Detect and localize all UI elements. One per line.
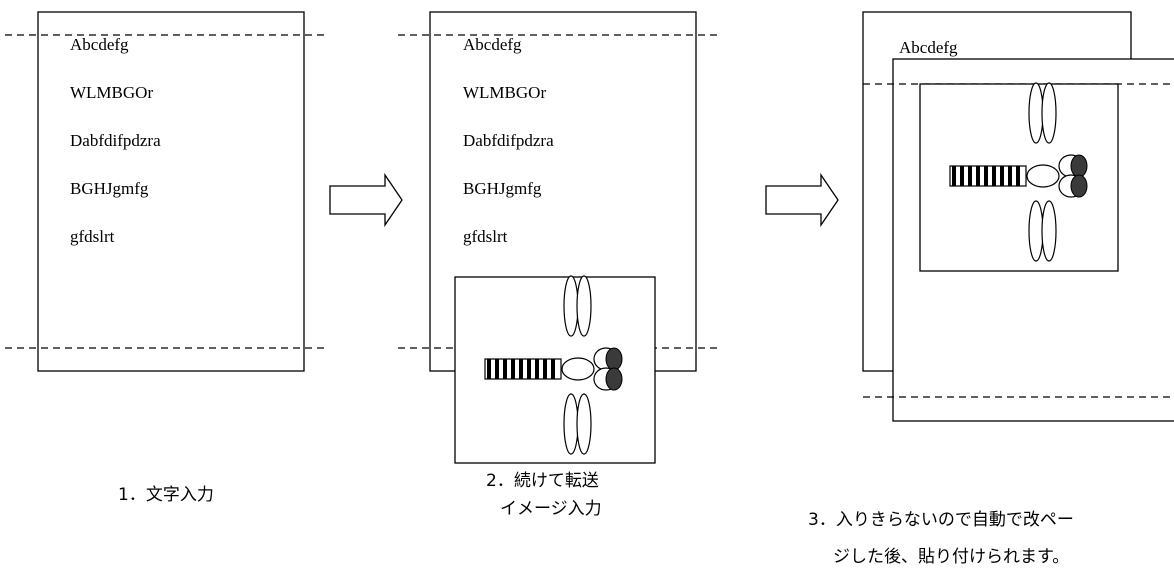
- text-line: Abcdefg: [70, 35, 129, 54]
- panel-1: Abcdefg WLMBGOr Dabfdifpdzra BGHJgmfg gf…: [5, 12, 328, 371]
- text-line: Dabfdifpdzra: [70, 131, 161, 150]
- text-line: WLMBGOr: [463, 83, 546, 102]
- text-line: gfdslrt: [70, 227, 115, 246]
- text-line: BGHJgmfg: [463, 179, 542, 198]
- text-line: gfdslrt: [463, 227, 508, 246]
- right-arrow-icon: [766, 175, 838, 225]
- panel-3: Abcdefg: [863, 12, 1174, 421]
- caption-step-2-line-2: イメージ入力: [500, 501, 602, 518]
- text-line: WLMBGOr: [70, 83, 153, 102]
- caption-step-3-line-1: 3．入りきらないので自動で改ペー: [808, 512, 1074, 529]
- text-line: Abcdefg: [899, 38, 958, 57]
- caption-step-2-line-1: 2．続けて転送: [486, 473, 599, 490]
- right-arrow-icon: [330, 175, 402, 225]
- panel-2: Abcdefg WLMBGOr Dabfdifpdzra BGHJgmfg gf…: [398, 12, 720, 463]
- text-line: Dabfdifpdzra: [463, 131, 554, 150]
- caption-step-1: 1．文字入力: [118, 487, 214, 504]
- caption-step-3-line-2: ジした後、貼り付けられます。: [833, 549, 1069, 566]
- text-line: BGHJgmfg: [70, 179, 149, 198]
- text-line: Abcdefg: [463, 35, 522, 54]
